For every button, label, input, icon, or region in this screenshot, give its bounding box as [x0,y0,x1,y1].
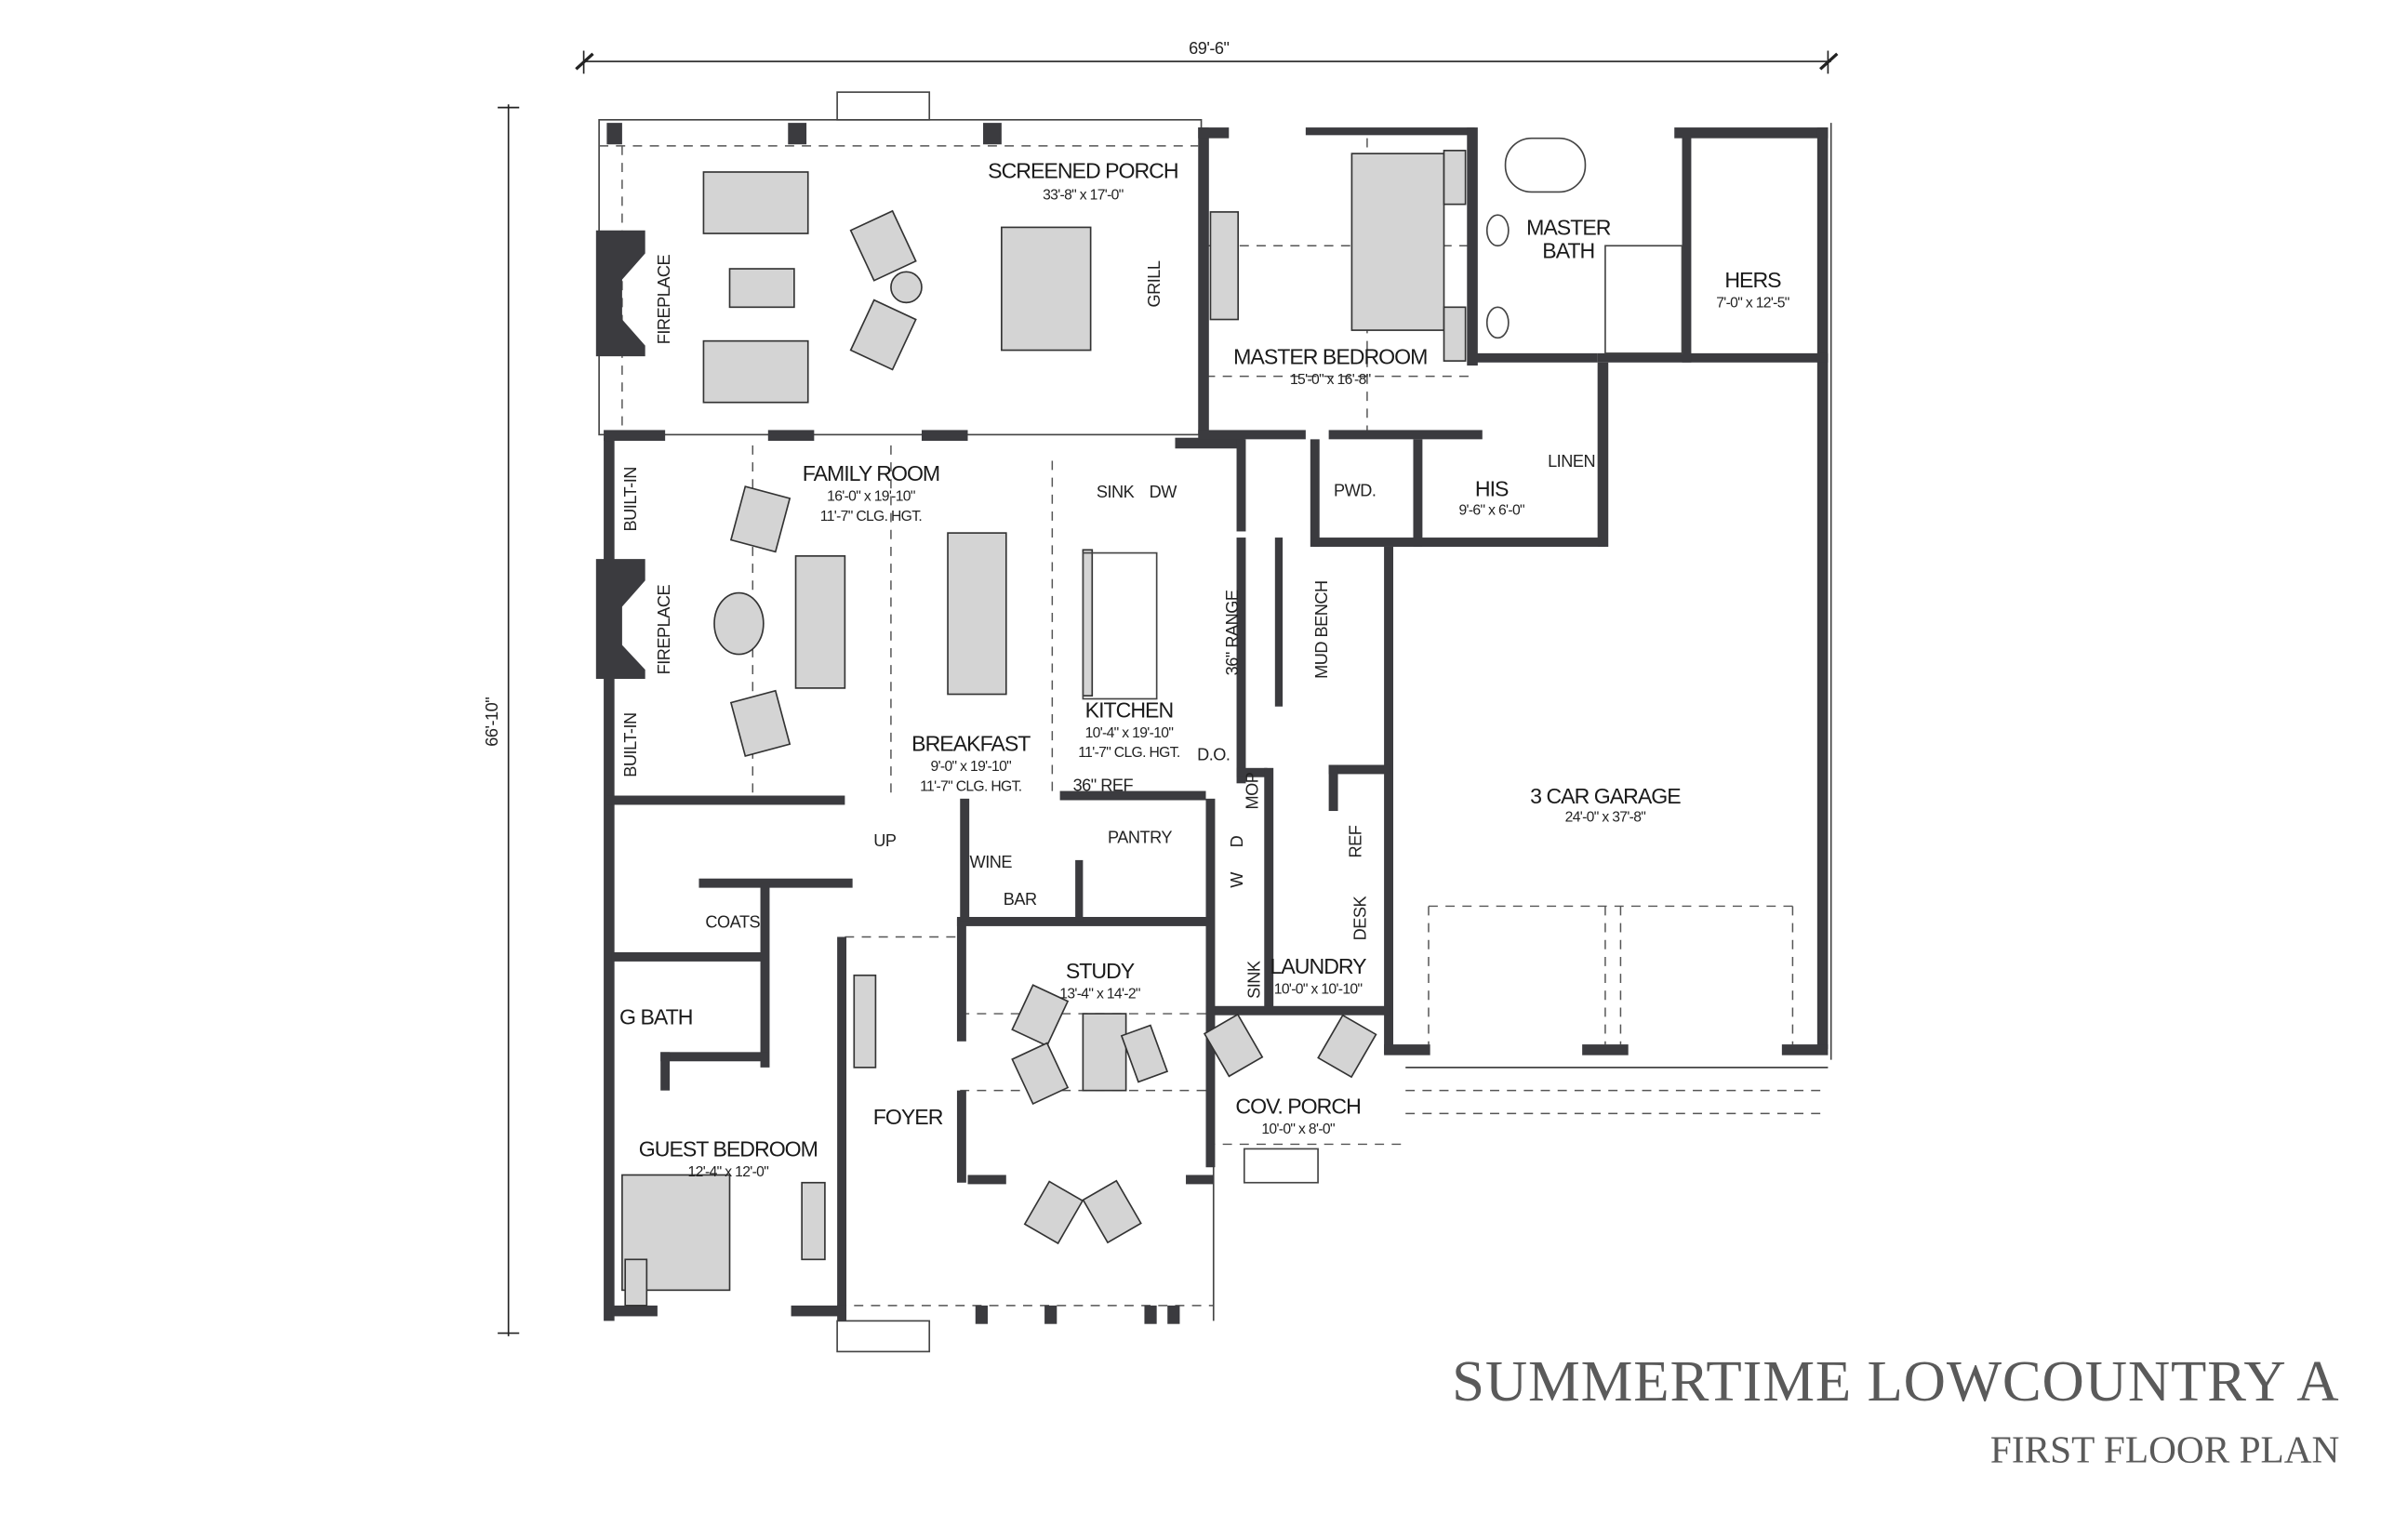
desk-label: DESK [1350,896,1369,941]
study-label: STUDY [1066,959,1135,983]
mud-bench-label: MUD BENCH [1312,580,1331,679]
master-bath-label-2: BATH [1542,238,1594,262]
breakfast-label: BREAKFAST [911,732,1031,756]
hers-closet-label: HERS [1724,268,1781,292]
coats-label: COATS [705,913,760,932]
guest-bedroom-size: 12'-4" x 12'-0" [688,1164,769,1180]
depth-label: 66'-10" [483,697,501,747]
family-fireplace-label: FIREPLACE [655,585,673,675]
width-label: 69'-6" [1189,39,1229,58]
sink-label: SINK [1097,483,1135,501]
screened-porch-label: SCREENED PORCH [988,159,1177,183]
family-room-size: 16'-0" x 19'-10" [827,488,915,504]
master-bedroom-size: 15'-0" x 16'-8" [1290,372,1371,388]
his-closet-size: 9'-6" x 6'-0" [1458,502,1524,518]
porch-fireplace-icon [595,230,645,357]
powder-room-label: PWD. [1334,481,1376,499]
double-oven-label: D.O. [1197,746,1230,764]
laundry-sink-label: SINK [1244,961,1263,999]
garage-size: 24'-0" x 37'-8" [1565,810,1646,826]
mop-label: MOP [1244,772,1262,809]
breakfast-ceiling: 11'-7" CLG. HGT. [920,779,1021,795]
covered-porch-size: 10'-0" x 8'-0" [1261,1122,1335,1137]
porch-fireplace-label: FIREPLACE [655,254,673,344]
grill-label: GRILL [1145,260,1164,307]
master-bath-label-1: MASTER [1526,216,1611,240]
hers-closet-size: 7'-0" x 12'-5" [1716,295,1789,311]
overall-depth-dimension: 66'-10" [483,104,520,1336]
screened-porch-size: 33'-8" x 17'-0" [1043,188,1124,204]
plan-title: SUMMERTIME LOWCOUNTRY A [1452,1348,2339,1414]
bar-label: BAR [1004,890,1037,909]
study-size: 13'-4" x 14'-2" [1059,987,1140,1002]
plan-subtitle: FIRST FLOOR PLAN [1990,1427,2339,1470]
guest-bath-label: G BATH [619,1005,692,1029]
family-room-label: FAMILY ROOM [803,461,939,485]
kitchen-size: 10'-4" x 19'-10" [1085,725,1174,741]
linen-label: LINEN [1548,452,1595,471]
stairs-up-label: UP [873,831,897,850]
laundry-label: LAUNDRY [1270,954,1367,978]
garage-label: 3 CAR GARAGE [1530,784,1681,808]
built-in-upper-label: BUILT-IN [621,467,640,531]
dishwasher-label: DW [1150,483,1178,501]
washer-label: W [1228,871,1246,888]
kitchen-label: KITCHEN [1085,697,1173,722]
refrigerator-label: 36" REF [1073,777,1134,795]
wine-label: WINE [970,853,1013,871]
covered-porch-label: COV. PORCH [1235,1094,1360,1118]
family-room-ceiling: 11'-7" CLG. HGT. [820,509,922,524]
room-labels: SCREENED PORCH 33'-8" x 17'-0" MASTER BE… [619,159,1789,1181]
laundry-ref-label: REF [1346,825,1364,857]
breakfast-size: 9'-0" x 19'-10" [931,759,1012,775]
range-label: 36" RANGE [1223,590,1242,675]
pantry-label: PANTRY [1108,829,1172,847]
built-in-lower-label: BUILT-IN [621,712,640,777]
master-bedroom-label: MASTER BEDROOM [1233,344,1427,368]
overall-width-dimension: 69'-6" [575,39,1839,74]
furniture [621,137,1683,1307]
foyer-label: FOYER [873,1105,943,1129]
walls [604,123,1829,1324]
kitchen-ceiling: 11'-7" CLG. HGT. [1078,745,1179,761]
his-closet-label: HIS [1475,476,1509,500]
dryer-label: D [1228,835,1246,847]
family-fireplace-icon [595,559,645,680]
guest-bedroom-label: GUEST BEDROOM [639,1137,818,1162]
laundry-size: 10'-0" x 10'-10" [1274,982,1363,998]
